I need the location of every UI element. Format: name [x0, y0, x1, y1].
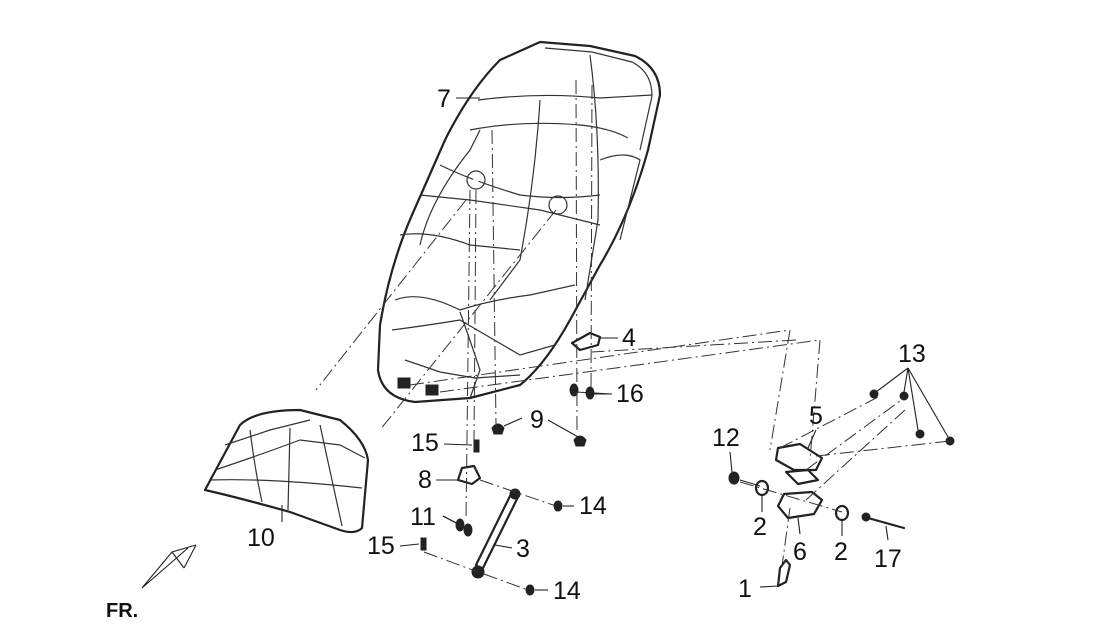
callout-4: 4 — [622, 324, 636, 352]
seat-part-7 — [376, 40, 662, 404]
pin-part-17 — [861, 512, 906, 541]
callout-8: 8 — [418, 466, 432, 494]
strut-part-3 — [471, 488, 521, 579]
front-direction-arrow-icon — [141, 544, 197, 589]
bracket-part-4 — [570, 331, 618, 352]
callout-1: 1 — [738, 575, 752, 603]
pins-part-15 — [399, 439, 480, 551]
latch-plate-part-5 — [774, 429, 824, 486]
callout-15-lower: 15 — [367, 532, 395, 560]
callout-6: 6 — [793, 538, 807, 566]
bumpers-part-9 — [491, 417, 587, 447]
callout-15-upper: 15 — [411, 429, 439, 457]
callout-3: 3 — [516, 535, 530, 563]
cable-end-part-1 — [759, 558, 792, 588]
washer-part-12 — [728, 451, 761, 487]
bushings-part-2 — [754, 479, 850, 536]
callout-12: 12 — [712, 424, 740, 452]
washers-part-14 — [525, 500, 574, 596]
latch-base-part-6 — [776, 490, 824, 535]
front-direction-label: FR. — [106, 600, 138, 622]
callout-14-lower: 14 — [553, 577, 581, 605]
assembly-lines — [315, 79, 951, 591]
callout-13: 13 — [898, 340, 926, 368]
fasteners-part-11 — [442, 515, 473, 537]
callout-2-left: 2 — [753, 513, 767, 541]
callout-5: 5 — [809, 402, 823, 430]
callout-2-right: 2 — [834, 538, 848, 566]
callout-14-upper: 14 — [579, 492, 607, 520]
callout-11: 11 — [410, 503, 436, 531]
callout-9: 9 — [530, 406, 544, 434]
callout-7: 7 — [437, 85, 451, 113]
callout-16: 16 — [616, 380, 644, 408]
hinge-part-8 — [436, 464, 482, 486]
callout-10: 10 — [247, 524, 275, 552]
callout-17: 17 — [874, 545, 902, 573]
bolts-part-13 — [869, 367, 955, 446]
backrest-part-10 — [203, 408, 370, 534]
nuts-part-16 — [569, 383, 613, 400]
